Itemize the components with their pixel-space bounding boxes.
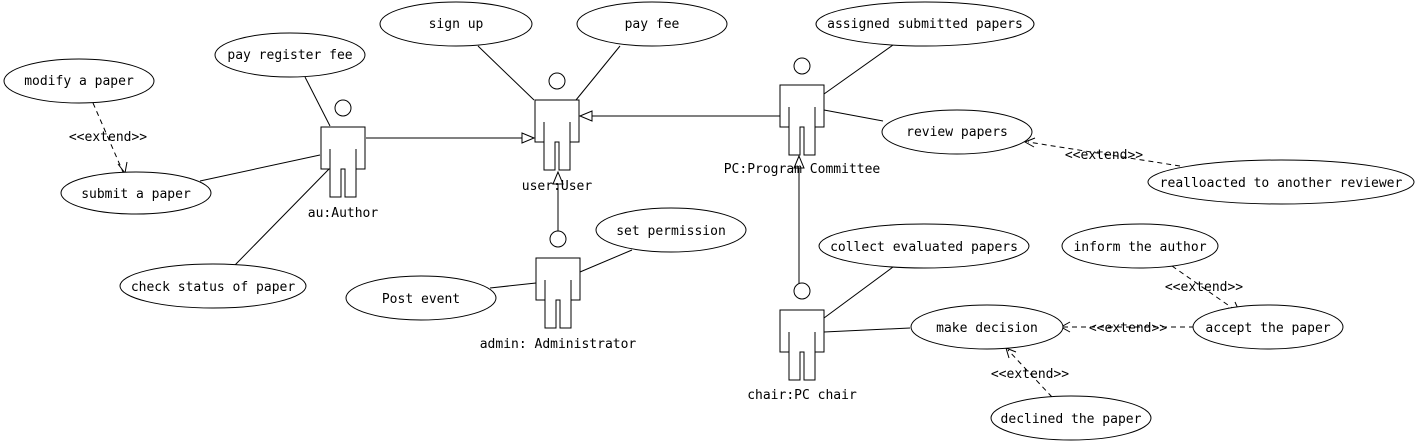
associations (199, 44, 911, 333)
actor-label: admin: Administrator (480, 337, 637, 352)
use-case-label: collect evaluated papers (830, 240, 1018, 255)
use-case-make-decision[interactable]: make decision (910, 304, 1064, 350)
use-case-inform-author[interactable]: inform the author (1061, 223, 1219, 269)
actor-program-committee[interactable]: PC:Program Committee (724, 57, 881, 177)
extend-labels: <<extend>> <<extend>> <<extend>> <<exten… (69, 130, 1243, 382)
use-case-label: set permission (616, 224, 726, 239)
use-case-label: pay register fee (227, 48, 352, 63)
use-case-submit-paper[interactable]: submit a paper (60, 171, 212, 215)
extend-label: <<extend>> (1165, 280, 1243, 295)
use-case-accept-paper[interactable]: accept the paper (1192, 304, 1344, 350)
use-case-check-status[interactable]: check status of paper (119, 263, 307, 309)
use-case-label: review papers (906, 125, 1008, 140)
use-case-set-permission[interactable]: set permission (595, 207, 747, 253)
use-case-label: pay fee (625, 17, 680, 32)
actor-user[interactable]: user:User (522, 72, 593, 194)
use-case-post-event[interactable]: Post event (345, 275, 497, 321)
actor-pc-chair[interactable]: chair:PC chair (747, 282, 857, 403)
use-case-label: modify a paper (24, 74, 134, 89)
actor-figure-icon (535, 230, 581, 329)
extend-label: <<extend>> (1065, 148, 1143, 163)
actor-label: PC:Program Committee (724, 162, 881, 177)
use-case-label: check status of paper (131, 280, 296, 295)
actor-administrator[interactable]: admin: Administrator (480, 230, 637, 352)
actor-label: user:User (522, 179, 593, 194)
use-case-assigned-papers[interactable]: assigned submitted papers (815, 1, 1035, 47)
use-case-label: submit a paper (81, 187, 191, 202)
extend-label: <<extend>> (991, 367, 1069, 382)
actor-figure-icon (779, 282, 825, 381)
generalizations (366, 110, 805, 286)
use-case-label: inform the author (1073, 240, 1206, 255)
use-case-pay-fee[interactable]: pay fee (576, 1, 728, 47)
use-case-label: declined the paper (1001, 412, 1142, 427)
use-case-modify-paper[interactable]: modify a paper (3, 58, 155, 104)
actor-label: au:Author (308, 206, 379, 221)
extend-label: <<extend>> (69, 130, 147, 145)
extend-label: <<extend>> (1089, 321, 1167, 336)
use-case-reallocated[interactable]: realloacted to another reviewer (1147, 159, 1415, 205)
use-case-label: make decision (936, 321, 1038, 336)
use-case-review-papers[interactable]: review papers (881, 109, 1033, 155)
use-case-label: sign up (429, 17, 484, 32)
actor-figure-icon (534, 72, 580, 171)
actor-label: chair:PC chair (747, 388, 857, 403)
use-case-label: accept the paper (1205, 321, 1330, 336)
actor-figure-icon (320, 99, 366, 198)
use-case-pay-register-fee[interactable]: pay register fee (214, 32, 366, 78)
use-case-declined-paper[interactable]: declined the paper (990, 395, 1152, 441)
actor-author[interactable]: au:Author (308, 99, 379, 221)
use-case-label: assigned submitted papers (827, 17, 1023, 32)
use-case-sign-up[interactable]: sign up (379, 1, 533, 47)
use-case-label: Post event (382, 292, 460, 307)
use-case-label: realloacted to another reviewer (1160, 176, 1403, 191)
actor-figure-icon (779, 57, 825, 156)
use-case-collect-papers[interactable]: collect evaluated papers (818, 223, 1030, 269)
